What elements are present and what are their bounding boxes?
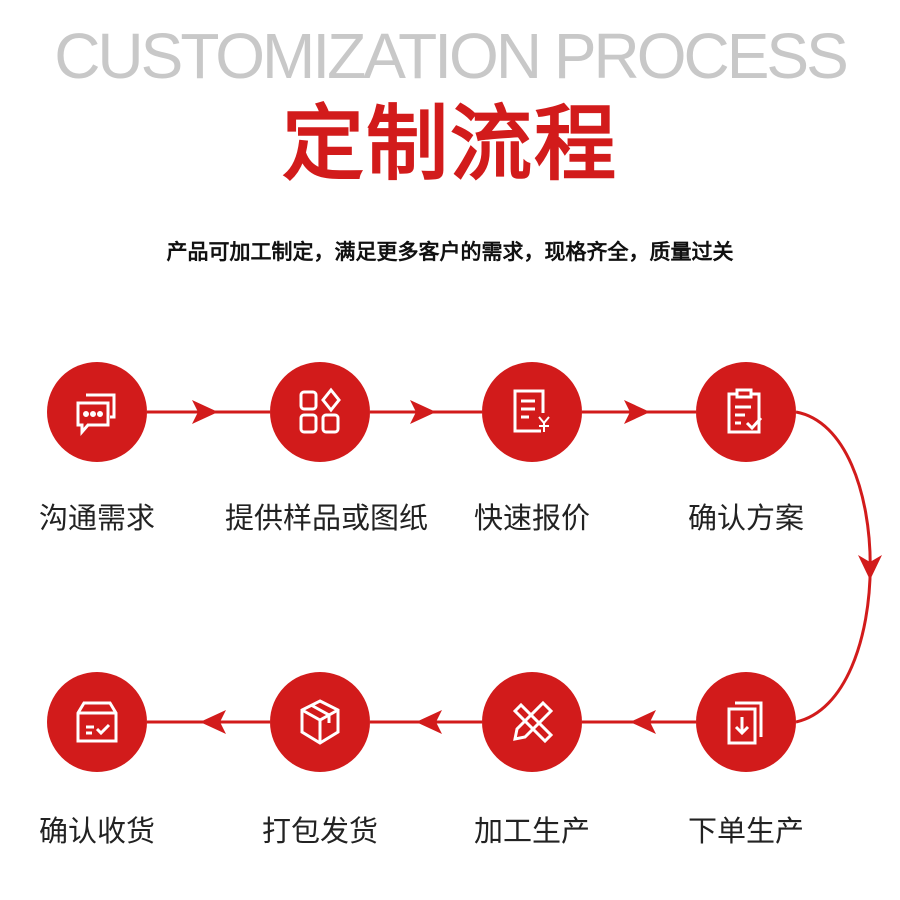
pencil-ruler-icon bbox=[512, 700, 554, 744]
step-receive bbox=[47, 672, 147, 772]
arrow-right-icon bbox=[410, 400, 436, 424]
step-label: 沟通需求 bbox=[38, 501, 155, 535]
step-label: 提供样品或图纸 bbox=[225, 501, 429, 535]
step-place-order bbox=[696, 672, 796, 772]
clipboard-check-icon bbox=[727, 388, 763, 434]
step-label: 下单生产 bbox=[687, 814, 804, 848]
inbox-check-icon bbox=[76, 701, 118, 743]
subtitle: 产品可加工制定，满足更多客户的需求，现格齐全，质量过关 bbox=[166, 240, 734, 264]
step-provide-sample bbox=[270, 362, 370, 462]
step-quote bbox=[482, 362, 582, 462]
arrow-left-icon bbox=[416, 710, 442, 734]
arrow-left-icon bbox=[200, 710, 226, 734]
step-label: 快速报价 bbox=[473, 501, 590, 535]
connector-4-5 bbox=[795, 410, 872, 724]
arrow-down-icon bbox=[858, 555, 882, 580]
step-packing bbox=[270, 672, 370, 772]
step-label: 确认方案 bbox=[687, 501, 804, 535]
step-processing bbox=[482, 672, 582, 772]
app-grid-icon bbox=[299, 387, 341, 434]
arrow-right-icon bbox=[624, 400, 650, 424]
package-box-icon bbox=[300, 699, 340, 745]
step-label: 打包发货 bbox=[261, 814, 378, 848]
price-document-icon bbox=[513, 389, 550, 433]
step-confirm-plan bbox=[696, 362, 796, 462]
step-communicate bbox=[47, 362, 147, 462]
arrow-right-icon bbox=[192, 400, 218, 424]
document-download-icon bbox=[727, 701, 763, 745]
title-english: CUSTOMIZATION PROCESS bbox=[54, 20, 849, 92]
chat-bubbles-icon bbox=[76, 393, 116, 437]
step-label: 加工生产 bbox=[473, 814, 590, 848]
arrow-left-icon bbox=[630, 710, 656, 734]
step-label: 确认收货 bbox=[38, 814, 155, 848]
title-chinese: 定制流程 bbox=[281, 97, 618, 192]
